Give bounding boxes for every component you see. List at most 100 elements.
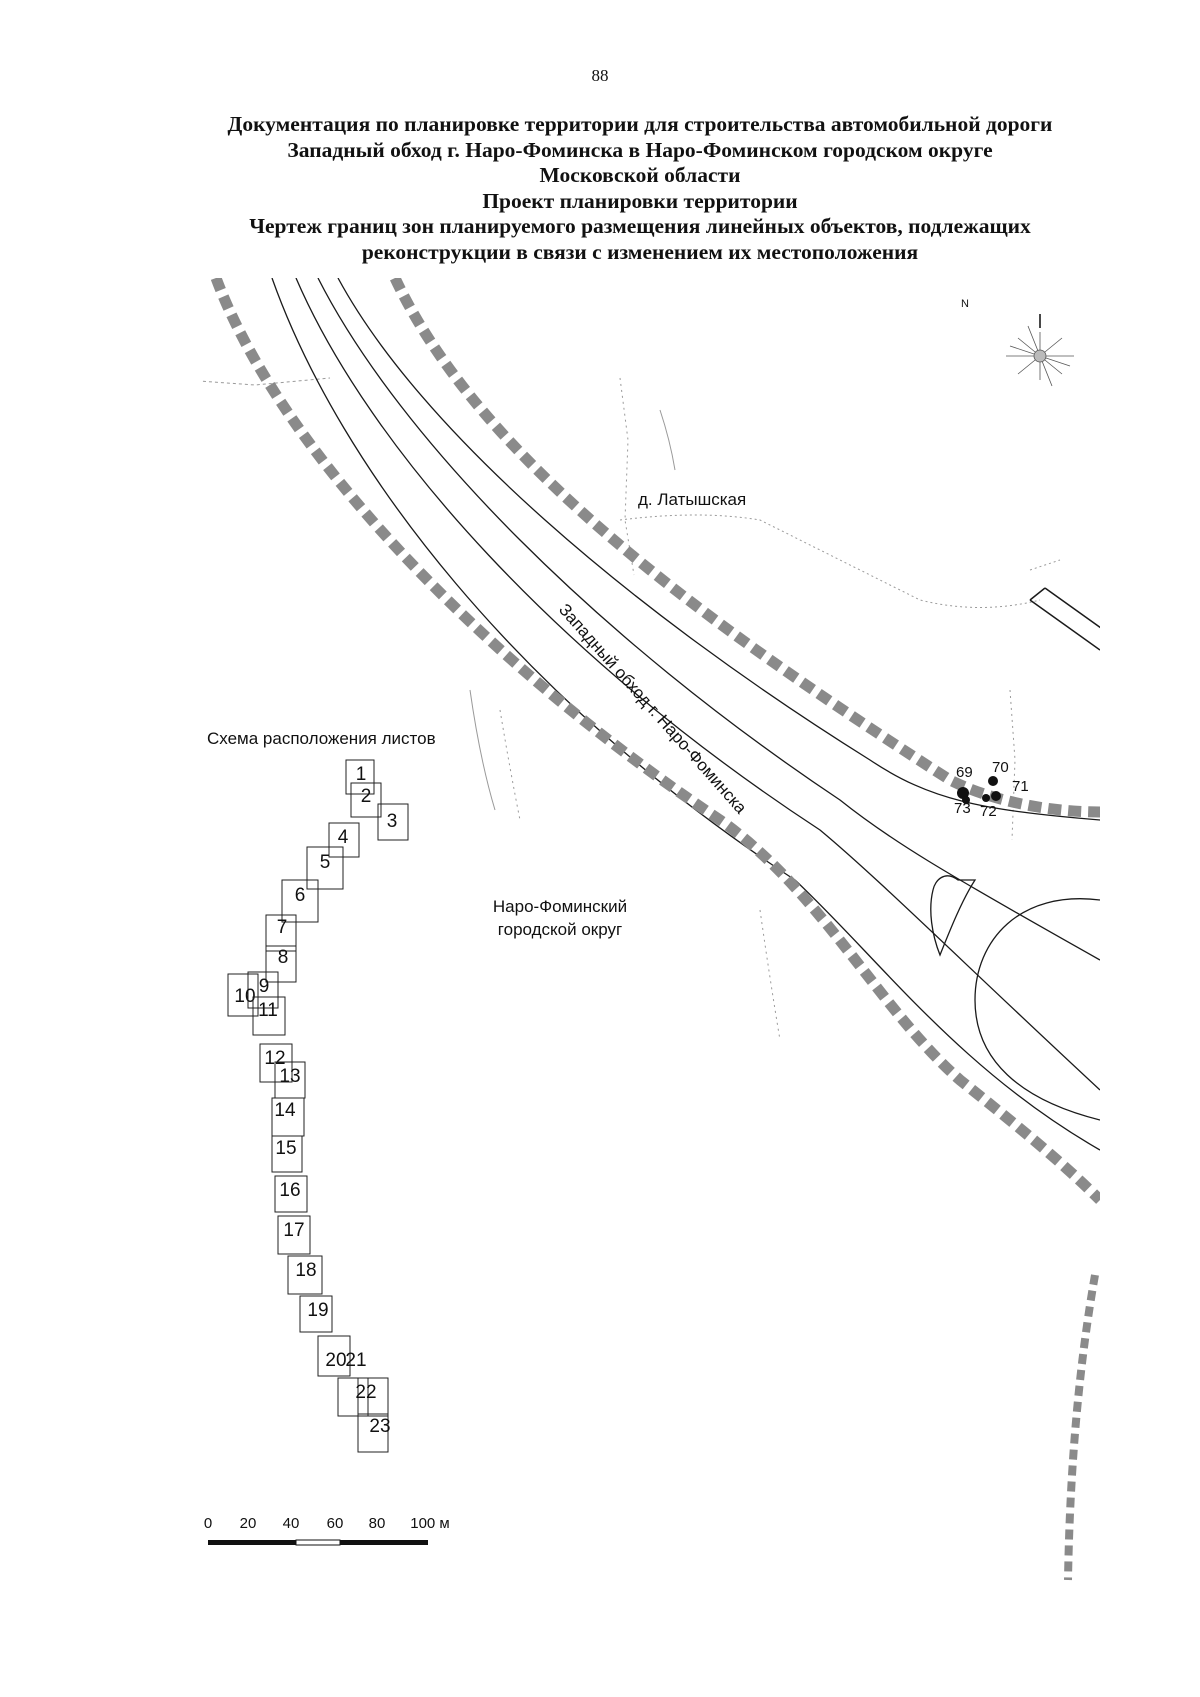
title-line: Документация по планировке территории дл… bbox=[227, 112, 1053, 136]
title-line: Проект планировки территории bbox=[482, 188, 798, 213]
sheet-number: 11 bbox=[258, 1000, 278, 1021]
loop-ramp bbox=[974, 898, 1100, 1121]
sheet-layout-title: Схема расположения листов bbox=[207, 729, 436, 748]
road-edge bbox=[337, 278, 1100, 821]
sheet-box bbox=[227, 973, 259, 1017]
sheet-box bbox=[345, 759, 375, 795]
zone-boundary-right bbox=[390, 278, 1100, 818]
sheet-box bbox=[357, 1413, 389, 1453]
sheet-box bbox=[328, 822, 360, 858]
island bbox=[930, 875, 977, 957]
faint-line bbox=[1029, 559, 1061, 571]
faint-line bbox=[469, 689, 496, 811]
district-label: Наро-Фоминский bbox=[493, 897, 627, 916]
sheet-number: 5 bbox=[320, 852, 331, 873]
title-line: Чертеж границ зон планируемого размещени… bbox=[249, 214, 1031, 238]
sheet-number: 7 bbox=[277, 917, 288, 938]
sheet-box bbox=[317, 1335, 351, 1377]
point-label: 71 bbox=[1012, 778, 1029, 795]
sheet-number: 22 bbox=[355, 1382, 376, 1403]
scale-segment bbox=[340, 1540, 428, 1545]
sheet-number: 21 bbox=[345, 1350, 366, 1371]
point-label: 69 bbox=[956, 764, 973, 781]
sheet-box bbox=[277, 1215, 311, 1255]
scale-segment bbox=[295, 1539, 341, 1546]
scale-tick-label: 40 bbox=[283, 1515, 300, 1532]
sheet-box bbox=[247, 971, 279, 1009]
sheet-number: 12 bbox=[264, 1048, 285, 1069]
point-label: 72 bbox=[980, 803, 997, 820]
document-title: Документация по планировке территории дл… bbox=[80, 112, 1200, 265]
faint-line bbox=[499, 709, 521, 821]
page-number: 88 bbox=[591, 66, 609, 85]
sheet-box bbox=[306, 846, 344, 890]
sheet-box bbox=[274, 1175, 308, 1213]
zone-boundaries bbox=[210, 278, 1100, 1581]
sheet-number: 13 bbox=[279, 1066, 300, 1087]
sheet-box bbox=[271, 1135, 303, 1173]
settlement-label: д. Латышская bbox=[638, 490, 746, 509]
sheet-number: 1 bbox=[356, 764, 367, 785]
district-label: городской округ bbox=[498, 920, 622, 939]
boundary-points bbox=[957, 776, 1001, 804]
sheet-box bbox=[299, 1295, 333, 1333]
point-marker bbox=[988, 776, 998, 786]
sheet-number: 9 bbox=[259, 976, 270, 997]
sheet-number: 10 bbox=[234, 986, 255, 1007]
scale-segment bbox=[208, 1540, 296, 1545]
scale-tick-label: 100 м bbox=[410, 1515, 450, 1532]
scale-tick-label: 20 bbox=[240, 1515, 257, 1532]
point-marker bbox=[991, 791, 1001, 801]
faint-line bbox=[759, 909, 781, 1041]
zone-boundary-left bbox=[210, 278, 1100, 1204]
sheet-number: 16 bbox=[279, 1180, 300, 1201]
point-label: 73 bbox=[954, 800, 971, 817]
faint-line bbox=[619, 514, 1041, 608]
point-marker bbox=[982, 794, 990, 802]
scale-tick-label: 80 bbox=[369, 1515, 386, 1532]
railway-strip bbox=[1029, 587, 1100, 651]
sheet-box bbox=[377, 803, 409, 841]
scale-tick-label: 60 bbox=[327, 1515, 344, 1532]
sheet-number: 15 bbox=[275, 1138, 296, 1159]
faint-line bbox=[659, 409, 676, 471]
sheet-box bbox=[265, 914, 297, 952]
sheet-number: 17 bbox=[283, 1220, 304, 1241]
sheet-box bbox=[287, 1255, 323, 1295]
zone-boundary-lower bbox=[1064, 1274, 1099, 1581]
title-line: Московской области bbox=[539, 163, 741, 187]
sheet-box bbox=[350, 782, 382, 818]
scale-tick-label: 0 bbox=[204, 1515, 212, 1532]
sheet-box bbox=[252, 996, 286, 1036]
sheet-box bbox=[357, 1377, 389, 1417]
sheet-number: 3 bbox=[387, 811, 398, 832]
sheet-number: 6 bbox=[295, 885, 306, 906]
sheet-number: 8 bbox=[278, 947, 289, 968]
sheet-number: 2 bbox=[361, 786, 372, 807]
sheet-number: 18 bbox=[295, 1260, 316, 1281]
sheet-box bbox=[265, 945, 297, 983]
sheet-number: 19 bbox=[307, 1300, 328, 1321]
sheet-box bbox=[281, 879, 319, 923]
compass-rose bbox=[1006, 314, 1074, 387]
point-marker bbox=[962, 796, 970, 804]
scale-bar: 0 20 40 60 80 100 м bbox=[204, 1515, 450, 1546]
title-line: Западный обход г. Наро-Фоминска в Наро-Ф… bbox=[287, 137, 993, 162]
road-edge bbox=[271, 278, 1100, 1151]
road-label: Западный обход г. Наро-Фоминска bbox=[555, 600, 751, 818]
sheet-box bbox=[337, 1377, 369, 1417]
road-edge bbox=[295, 278, 1100, 1091]
road-edge bbox=[317, 278, 1100, 961]
sheet-number: 20 bbox=[325, 1350, 346, 1371]
faint-line bbox=[1009, 689, 1016, 841]
sheet-number: 14 bbox=[274, 1100, 296, 1121]
faint-line bbox=[619, 377, 635, 576]
north-label: N bbox=[961, 298, 969, 310]
point-label: 70 bbox=[992, 759, 1009, 776]
sheet-number: 4 bbox=[338, 827, 349, 848]
background-lines bbox=[200, 377, 1061, 1041]
faint-line bbox=[200, 377, 331, 386]
title-line: реконструкции в связи с изменением их ме… bbox=[361, 239, 919, 264]
road-lines bbox=[271, 278, 1100, 1151]
